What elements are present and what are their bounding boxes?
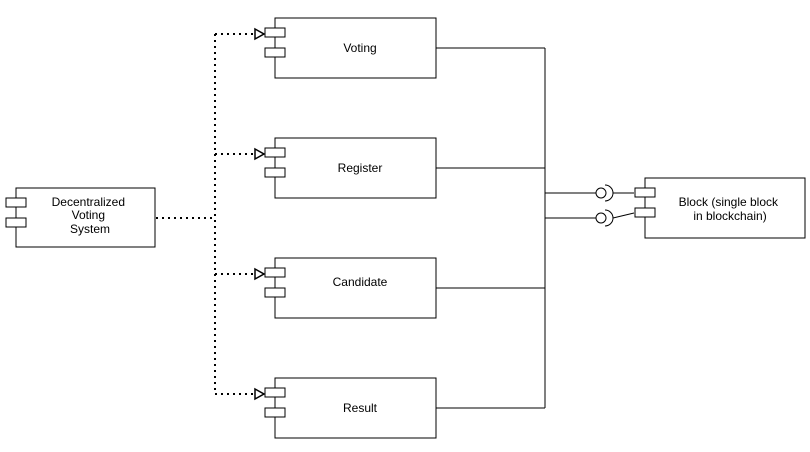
interface-ball-socket bbox=[595, 184, 635, 227]
label-line: Result bbox=[343, 401, 378, 415]
component-register[interactable]: Register bbox=[264, 137, 437, 199]
component-candidate[interactable]: Candidate bbox=[264, 257, 437, 319]
arrowhead-result bbox=[254, 387, 266, 401]
label-line: Block (single block bbox=[679, 195, 779, 209]
required-interface-socket-upper bbox=[604, 184, 614, 202]
component-decentralized-voting-system[interactable]: Decentralized Voting System bbox=[5, 187, 156, 248]
component-label: Decentralized Voting System bbox=[52, 195, 129, 236]
arrowhead-register bbox=[254, 147, 266, 161]
component-box bbox=[274, 17, 437, 79]
component-result[interactable]: Result bbox=[264, 377, 437, 439]
label-line: in blockchain) bbox=[693, 209, 766, 223]
component-icon-port-bottom bbox=[264, 47, 286, 58]
arrowhead-voting bbox=[254, 27, 266, 41]
component-label: Result bbox=[343, 401, 378, 415]
label-line: Decentralized bbox=[52, 195, 125, 209]
component-icon-port-bottom bbox=[264, 167, 286, 178]
label-line: System bbox=[70, 222, 110, 236]
component-icon-port-top bbox=[634, 187, 656, 198]
label-line: Voting bbox=[343, 41, 376, 55]
component-label: Register bbox=[338, 161, 383, 175]
solid-connectors bbox=[436, 47, 597, 409]
component-box bbox=[644, 177, 806, 239]
arrowhead-candidate bbox=[254, 267, 266, 281]
component-icon-port-top bbox=[264, 267, 286, 278]
component-icon-port-bottom bbox=[264, 407, 286, 418]
component-icon-port-bottom bbox=[5, 217, 27, 228]
component-label: Candidate bbox=[333, 275, 388, 289]
required-interface-socket-lower bbox=[604, 209, 614, 227]
component-icon-port-top bbox=[264, 147, 286, 158]
component-icon-port-bottom bbox=[634, 207, 656, 218]
component-icon-port-top bbox=[264, 27, 286, 38]
dependency-connectors bbox=[156, 27, 266, 401]
provided-interface-ball-lower bbox=[595, 212, 607, 224]
component-box bbox=[274, 377, 437, 439]
component-icon-port-top bbox=[5, 197, 27, 208]
component-box bbox=[274, 137, 437, 199]
component-box bbox=[274, 257, 437, 319]
component-label: Block (single block in blockchain) bbox=[679, 195, 782, 223]
component-voting[interactable]: Voting bbox=[264, 17, 437, 79]
label-line: Candidate bbox=[333, 275, 388, 289]
connector-socket-to-block-lower bbox=[612, 212, 635, 219]
component-block[interactable]: Block (single block in blockchain) bbox=[634, 177, 806, 239]
component-icon-port-bottom bbox=[264, 287, 286, 298]
label-line: Voting bbox=[72, 208, 105, 222]
component-box bbox=[15, 187, 156, 248]
component-label: Voting bbox=[343, 41, 376, 55]
label-line: Register bbox=[338, 161, 383, 175]
component-icon-port-top bbox=[264, 387, 286, 398]
provided-interface-ball-upper bbox=[595, 187, 607, 199]
